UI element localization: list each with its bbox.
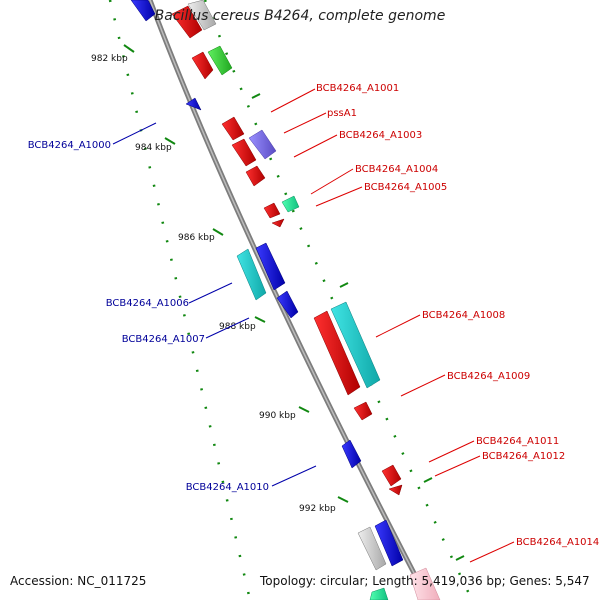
- gene-label[interactable]: pssA1: [327, 108, 357, 119]
- gene-arrow[interactable]: [171, 5, 203, 39]
- gene-label[interactable]: BCB4264_A1001: [316, 83, 399, 94]
- tick-label: 984 kbp: [135, 143, 172, 153]
- gene-arrow[interactable]: [231, 138, 257, 167]
- tick-marks: [123, 44, 465, 561]
- tick-mark: [298, 406, 310, 413]
- tick-mark: [251, 93, 261, 99]
- tick-mark: [455, 555, 465, 561]
- gene-label[interactable]: BCB4264_A1008: [422, 310, 505, 321]
- tick-label: 986 kbp: [178, 233, 215, 243]
- leader-line: [434, 455, 481, 477]
- forward-leader-lines: [270, 88, 515, 563]
- gene-arrow[interactable]: [245, 165, 266, 187]
- gene-arrow[interactable]: [187, 0, 217, 31]
- gene-label[interactable]: BCB4264_A1009: [447, 371, 530, 382]
- forward-genes: [171, 0, 441, 600]
- gene-label[interactable]: BCB4264_A1014: [516, 537, 599, 548]
- gene-label[interactable]: BCB4264_A1000: [28, 140, 111, 151]
- tick-mark: [164, 137, 176, 145]
- gene-label[interactable]: BCB4264_A1011: [476, 436, 559, 447]
- gene-label[interactable]: BCB4264_A1005: [364, 182, 447, 193]
- tick-label: 992 kbp: [299, 504, 336, 514]
- tick-mark: [337, 496, 349, 503]
- gene-label[interactable]: BCB4264_A1007: [122, 334, 205, 345]
- gene-arrow[interactable]: [388, 484, 403, 496]
- tick-label: 988 kbp: [219, 322, 256, 332]
- gene-arrow[interactable]: [341, 439, 362, 469]
- tick-mark: [123, 44, 135, 53]
- genome-title: Bacillus cereus B4264, complete genome: [154, 8, 446, 24]
- gene-arrow[interactable]: [185, 97, 202, 111]
- gene-arrow[interactable]: [353, 401, 373, 421]
- reverse-genes: [130, 0, 404, 571]
- gene-arrow[interactable]: [281, 195, 300, 213]
- gene-label[interactable]: BCB4264_A1003: [339, 130, 422, 141]
- leader-line: [400, 374, 446, 397]
- gene-label[interactable]: BCB4264_A1004: [355, 164, 438, 175]
- gene-arrow[interactable]: [276, 290, 299, 319]
- leader-line: [315, 186, 363, 207]
- leader-line: [283, 112, 327, 134]
- gene-arrow[interactable]: [191, 51, 214, 80]
- gene-arrow[interactable]: [221, 116, 245, 141]
- leader-line: [375, 314, 421, 338]
- gene-arrow[interactable]: [374, 519, 404, 567]
- gene-label[interactable]: BCB4264_A1012: [482, 451, 565, 462]
- gene-arrow[interactable]: [369, 587, 389, 600]
- gene-arrow[interactable]: [409, 567, 441, 600]
- genome-backbone-highlight: [149, 0, 429, 600]
- leader-line: [293, 134, 338, 158]
- gene-label[interactable]: BCB4264_A1006: [106, 298, 189, 309]
- tick-mark: [423, 477, 433, 483]
- tick-mark: [254, 316, 266, 323]
- gene-arrow[interactable]: [357, 526, 387, 571]
- tick-mark: [212, 228, 224, 236]
- genome-stats-text: Topology: circular; Length: 5,419,036 bp…: [260, 574, 590, 588]
- gene-arrow[interactable]: [248, 129, 277, 160]
- gene-arrow[interactable]: [313, 310, 361, 396]
- leader-line: [469, 541, 515, 563]
- gene-arrow[interactable]: [236, 248, 267, 301]
- tick-label: 990 kbp: [259, 411, 296, 421]
- gene-arrow[interactable]: [271, 218, 285, 228]
- leader-line: [112, 122, 157, 145]
- gene-arrow[interactable]: [330, 301, 381, 389]
- gene-arrow[interactable]: [263, 202, 281, 219]
- leader-line: [310, 168, 354, 195]
- gene-arrow[interactable]: [255, 242, 286, 291]
- tick-mark: [339, 282, 349, 288]
- gene-arrow[interactable]: [207, 45, 233, 76]
- accession-text: Accession: NC_011725: [10, 574, 147, 588]
- leader-line: [428, 440, 475, 463]
- gene-label[interactable]: BCB4264_A1010: [186, 482, 269, 493]
- reverse-leader-lines: [112, 122, 317, 487]
- leader-line: [270, 88, 316, 113]
- leader-line: [271, 465, 317, 487]
- leader-line: [205, 317, 250, 339]
- leader-line: [188, 282, 233, 304]
- gene-arrow[interactable]: [381, 464, 402, 487]
- tick-label: 982 kbp: [91, 54, 128, 64]
- gene-arrow[interactable]: [130, 0, 156, 22]
